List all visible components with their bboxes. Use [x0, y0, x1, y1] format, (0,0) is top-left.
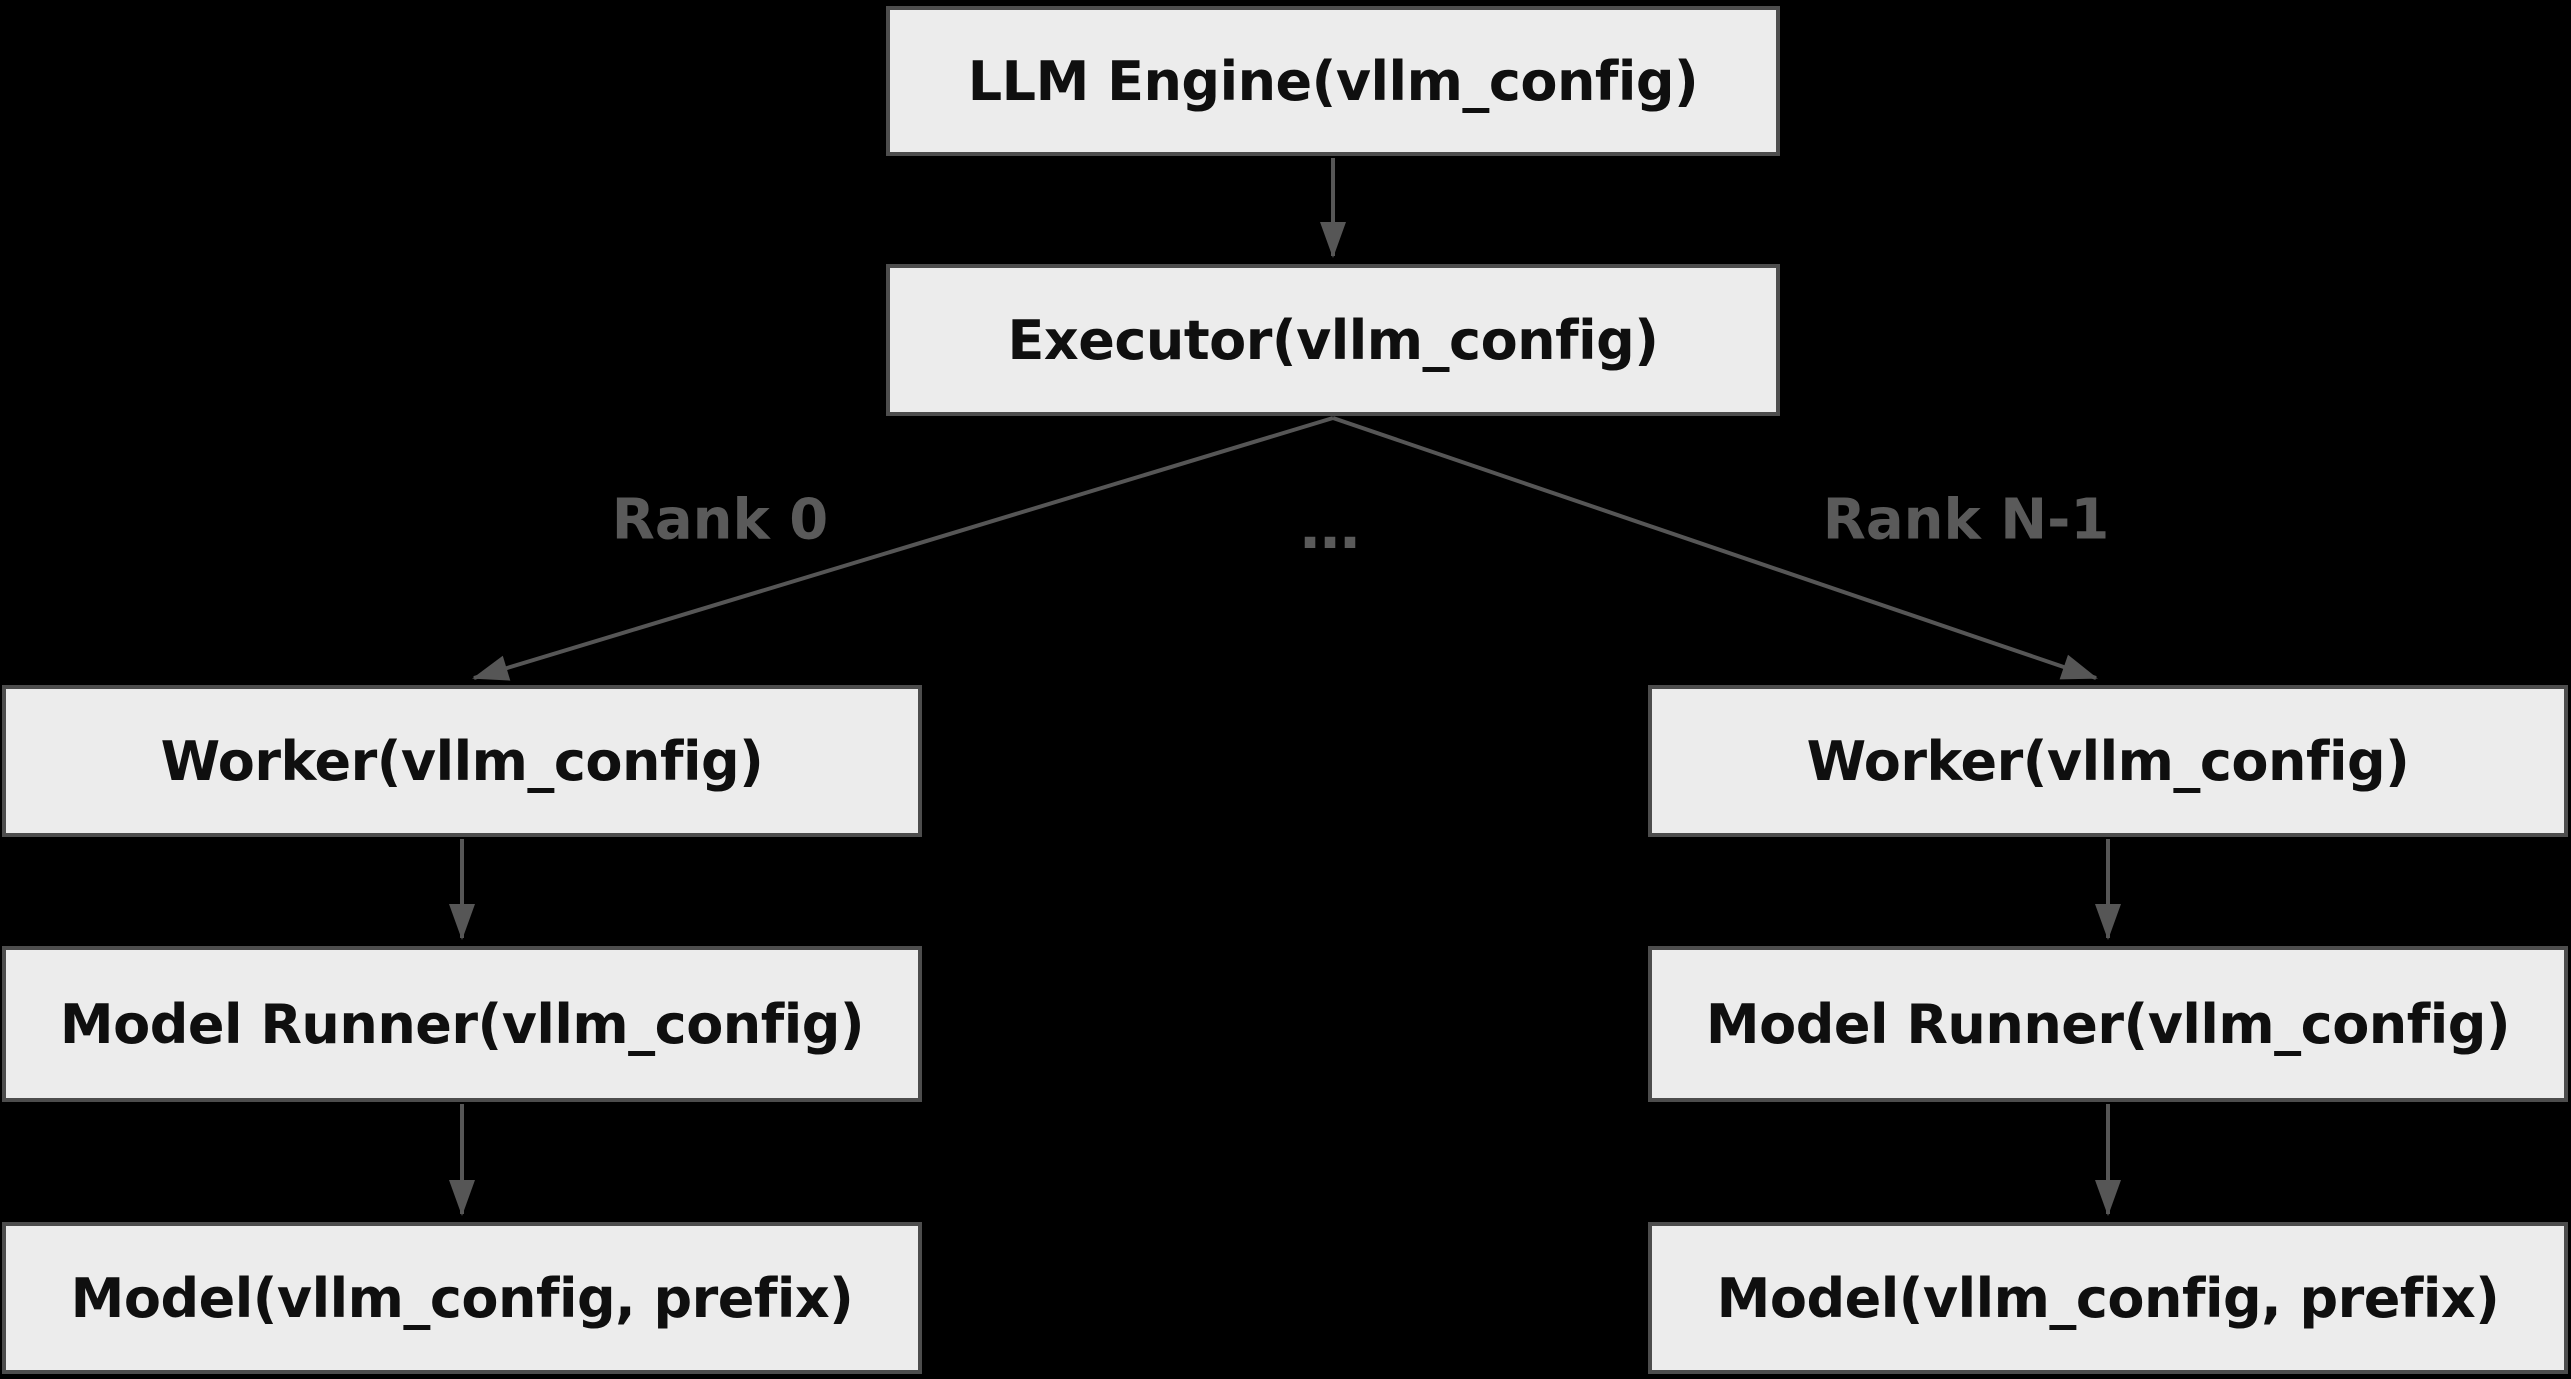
node-model-rank0: Model(vllm_config, prefix) [2, 1222, 922, 1374]
edge-executor-to-worker-rankn [1332, 416, 2098, 680]
node-worker-rankn: Worker(vllm_config) [1648, 685, 2568, 837]
node-executor: Executor(vllm_config) [886, 264, 1780, 416]
node-worker-rank0: Worker(vllm_config) [2, 685, 922, 837]
node-model-runner-rank0: Model Runner(vllm_config) [2, 946, 922, 1102]
edge-executor-to-worker-rank0 [472, 416, 1334, 681]
edge-label-rank-n-1: Rank N-1 [1822, 487, 2110, 553]
edge-label-ellipsis: … [1300, 493, 1360, 563]
edge-label-rank0: Rank 0 [611, 487, 829, 553]
node-model-runner-rankn: Model Runner(vllm_config) [1648, 946, 2568, 1102]
node-llm-engine: LLM Engine(vllm_config) [886, 6, 1780, 156]
node-model-rankn: Model(vllm_config, prefix) [1648, 1222, 2568, 1374]
